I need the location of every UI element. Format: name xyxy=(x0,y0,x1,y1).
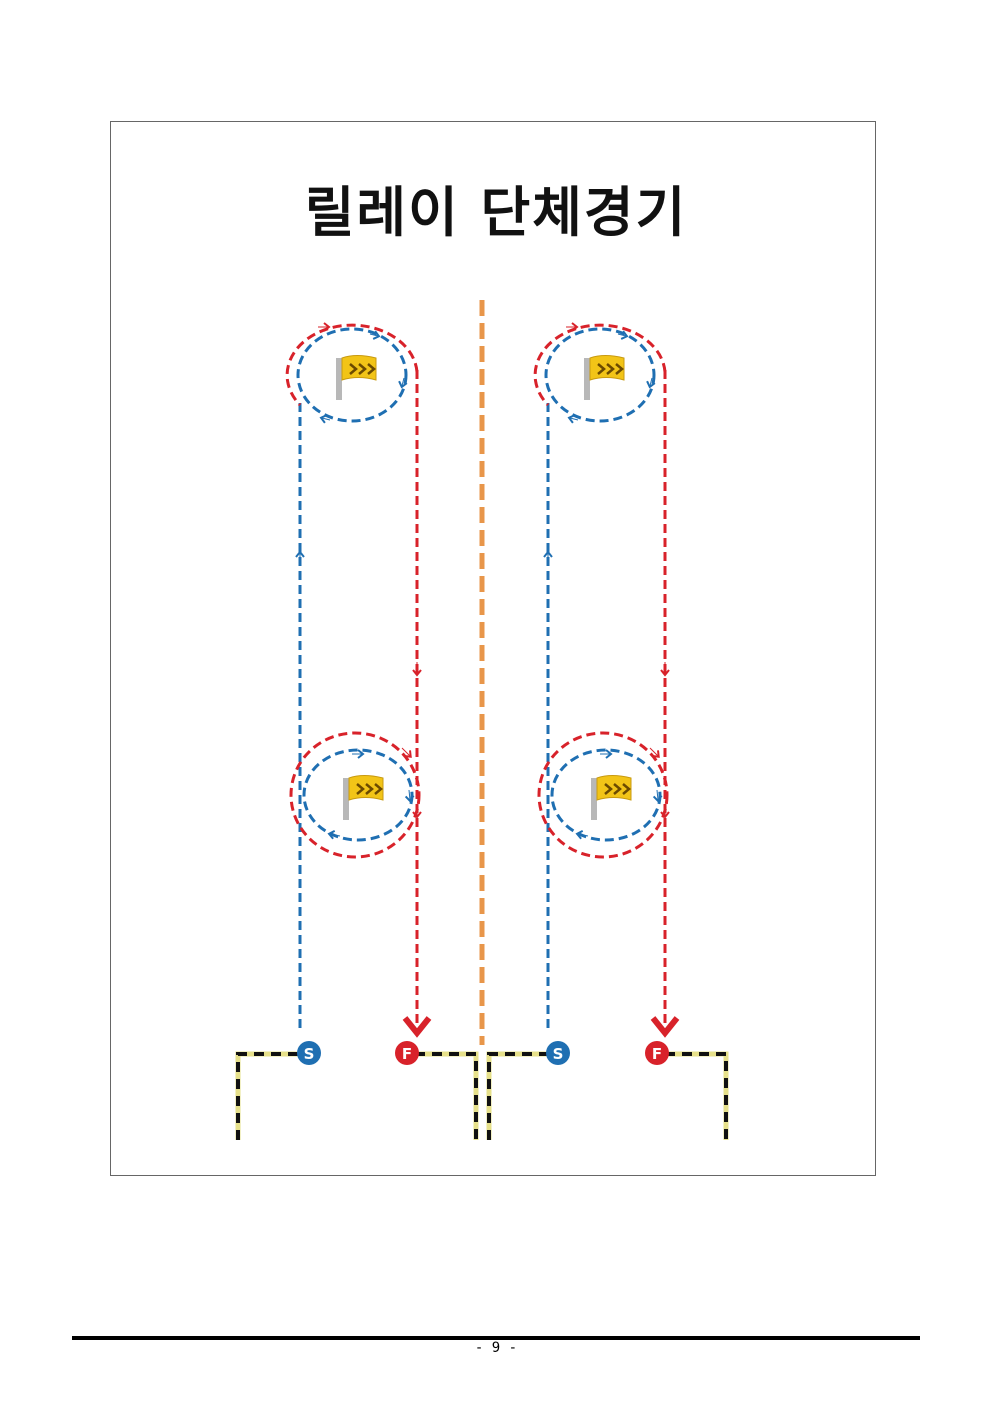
flag-pole xyxy=(343,778,349,820)
arrow-icon xyxy=(327,829,341,840)
blue-loop-bottom xyxy=(302,748,414,842)
arrow-icon xyxy=(575,829,589,840)
flag-pole xyxy=(584,358,590,400)
diagram-frame xyxy=(110,121,876,1176)
start-marker xyxy=(297,1041,321,1065)
blue-loop-top xyxy=(544,327,656,423)
arrow-icon xyxy=(646,377,656,389)
finish-line-base xyxy=(665,1051,729,1140)
finish-label: F xyxy=(402,1045,412,1063)
red-loop-bottom xyxy=(289,731,421,859)
arrow-icon xyxy=(319,414,331,424)
finish-marker xyxy=(395,1041,419,1065)
start-line-base xyxy=(235,1051,300,1140)
arrow-icon xyxy=(401,747,412,758)
start-label: S xyxy=(304,1045,315,1063)
footer-rule xyxy=(72,1336,920,1340)
arrow-icon xyxy=(398,377,408,389)
arrow-icon xyxy=(617,330,629,340)
finish-line xyxy=(665,1052,728,1140)
arrow-icon xyxy=(649,747,660,758)
red-loop-bottom xyxy=(537,731,669,859)
finish-line xyxy=(415,1052,478,1140)
arrow-icon xyxy=(567,414,579,424)
start-line xyxy=(236,1052,300,1140)
finish-line-base xyxy=(415,1051,479,1140)
start-line xyxy=(487,1052,550,1140)
blue-loop-top xyxy=(296,327,408,423)
blue-loop-bottom xyxy=(550,748,662,842)
start-marker xyxy=(546,1041,570,1065)
flag-chevrons xyxy=(597,363,624,375)
arrow-icon xyxy=(404,789,415,803)
red-loop-top xyxy=(285,323,419,407)
red-loop-top xyxy=(533,323,667,407)
flag-pole xyxy=(591,778,597,820)
page-title: 릴레이 단체경기 xyxy=(304,181,688,244)
flag-chevrons xyxy=(349,363,376,375)
flag-pole xyxy=(336,358,342,400)
page-number: - 9 - xyxy=(474,1340,518,1356)
finish-marker xyxy=(645,1041,669,1065)
flag-chevrons xyxy=(356,783,383,795)
arrow-icon xyxy=(652,789,663,803)
arrow-icon xyxy=(369,330,381,340)
start-label: S xyxy=(553,1045,564,1063)
start-line-base xyxy=(486,1051,550,1140)
finish-label: F xyxy=(652,1045,662,1063)
flag-chevrons xyxy=(604,783,631,795)
